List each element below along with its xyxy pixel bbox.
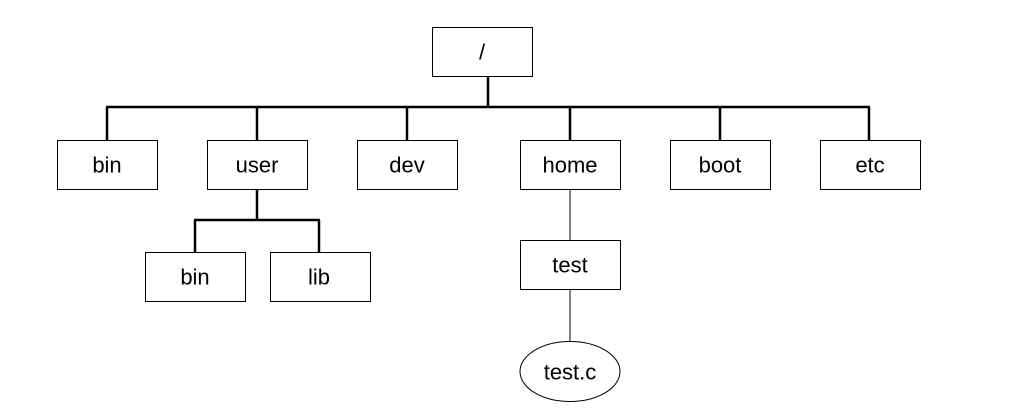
node-user-lib-label: lib [308, 265, 330, 290]
node-home-test-label: test [552, 253, 587, 278]
user-connectors [193, 189, 321, 252]
node-dev-box [357, 140, 458, 190]
node-test-file-ellipse [519, 341, 621, 402]
node-user-lib-box [270, 252, 371, 302]
node-user-bin-box [145, 252, 246, 302]
node-etc-box [820, 140, 921, 190]
node-boot: boot [670, 140, 771, 190]
node-home: home [520, 140, 621, 190]
node-etc-label: etc [855, 153, 884, 178]
node-boot-box [670, 140, 771, 190]
node-etc: etc [820, 140, 921, 190]
node-dev-label: dev [389, 153, 424, 178]
node-user-lib: lib [270, 252, 371, 302]
node-test-file: test.c [519, 341, 621, 402]
node-user-bin-label: bin [180, 265, 209, 290]
node-bin-label: bin [92, 153, 121, 178]
node-user: user [207, 140, 308, 190]
root-connectors [105, 77, 871, 140]
node-home-label: home [542, 153, 597, 178]
node-home-test: test [520, 240, 621, 290]
node-root-box [432, 27, 533, 77]
node-root-label: / [479, 40, 486, 65]
node-bin: bin [57, 140, 158, 190]
node-dev: dev [357, 140, 458, 190]
node-user-label: user [236, 153, 279, 178]
node-user-box [207, 140, 308, 190]
node-bin-box [57, 140, 158, 190]
node-home-box [520, 140, 621, 190]
node-home-test-box [520, 240, 621, 290]
node-user-bin: bin [145, 252, 246, 302]
node-boot-label: boot [699, 153, 742, 178]
node-root: / [432, 27, 533, 77]
node-test-file-label: test.c [544, 360, 597, 385]
